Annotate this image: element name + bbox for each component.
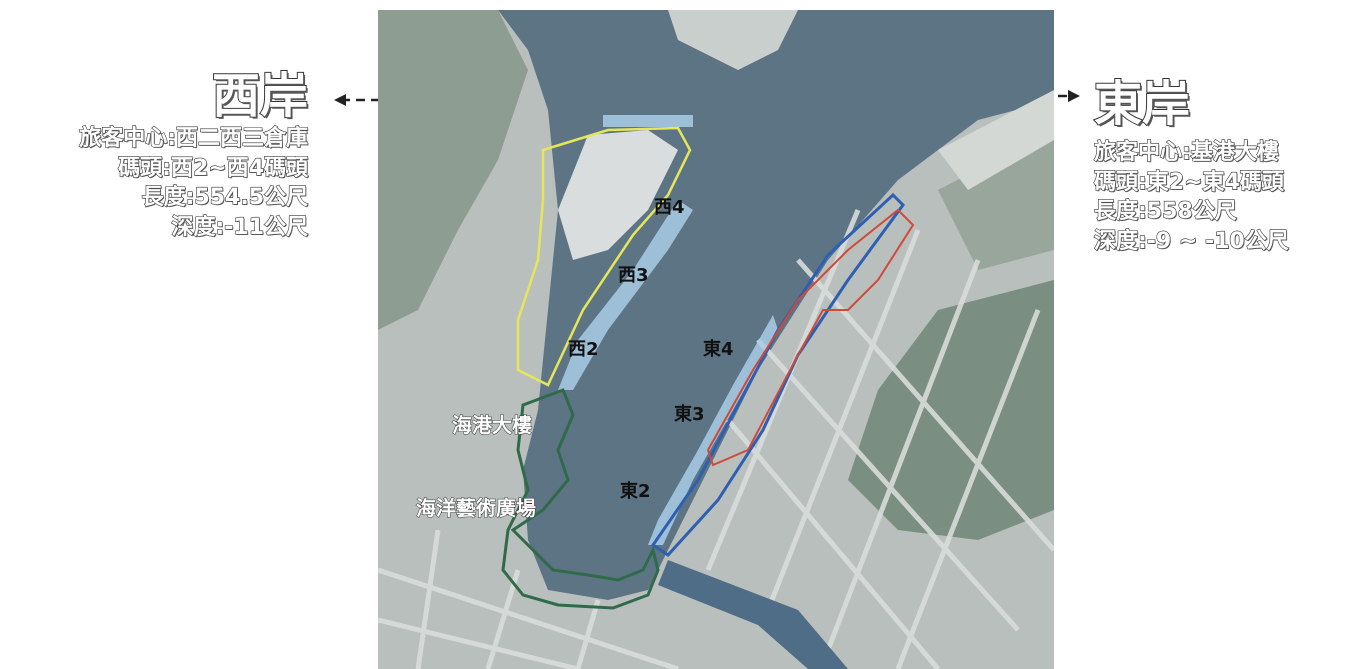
north-pier: [668, 10, 798, 70]
west-bank-title: 西岸: [211, 68, 309, 124]
label-east3: 東3: [674, 403, 705, 425]
east-hill: [848, 280, 1054, 540]
harbor-aerial-map: 西4 西3 西2 東4 東3 東2 海港大樓 海洋藝術廣場: [378, 10, 1054, 669]
west-terminal-line: 旅客中心:西二西三倉庫: [79, 125, 309, 151]
north-hill: [938, 130, 1054, 270]
east-length-line: 長度:558公尺: [1093, 199, 1237, 225]
west-terminal-building: [558, 130, 678, 260]
east-city-blocks: [705, 209, 1054, 669]
east-red-outline: [706, 208, 915, 467]
label-east2: 東2: [620, 480, 651, 502]
canal: [658, 560, 848, 669]
west-depth-line: 深度:-11公尺: [171, 214, 309, 241]
west-berth: [558, 200, 693, 390]
east-wharf-line: 碼頭:東2~東4碼頭: [1093, 169, 1284, 195]
northeast-quay: [938, 90, 1054, 190]
west-wharf-line: 碼頭:西2~西4碼頭: [118, 155, 309, 181]
west-bank-outline: [516, 126, 692, 387]
south-city-blocks: [378, 529, 679, 669]
label-west4: 西4: [654, 197, 685, 218]
east-bank-info: 旅客中心:基港大樓 碼頭:東2~東4碼頭 長度:558公尺 深度:-9 ~ -1…: [1093, 138, 1289, 257]
label-ocean-art-plaza: 海洋藝術廣場: [416, 496, 536, 520]
label-west3: 西3: [618, 265, 649, 286]
east-arrowhead-icon: [1068, 90, 1080, 102]
west-bank-info: 旅客中心:西二西三倉庫 碼頭:西2~西4碼頭 長度:554.5公尺 深度:-11…: [79, 124, 309, 243]
east-terminal-line: 旅客中心:基港大樓: [1093, 139, 1279, 165]
green-plaza-outline: [501, 388, 660, 610]
west-length-line: 長度:554.5公尺: [141, 185, 309, 211]
west-arrowhead-icon: [334, 94, 346, 106]
east-bank-title: 東岸: [1093, 76, 1191, 132]
north-berth: [603, 115, 693, 127]
west-hill: [378, 10, 528, 330]
label-east4: 東4: [703, 338, 734, 360]
label-west2: 西2: [568, 339, 599, 360]
label-harbor-building: 海港大樓: [452, 413, 532, 437]
east-depth-line: 深度:-9 ~ -10公尺: [1093, 228, 1289, 255]
east-berth: [648, 315, 778, 545]
